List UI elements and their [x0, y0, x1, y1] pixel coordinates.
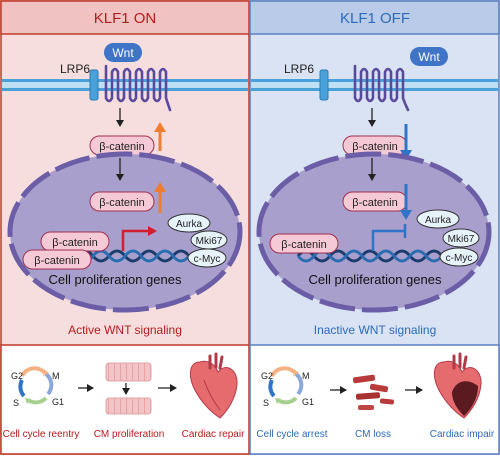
left-cardiomyocyte-top	[105, 362, 152, 382]
left-phase-g2: G2	[11, 371, 23, 381]
right-inhibition-line	[371, 229, 405, 251]
right-phase-g2: G2	[261, 371, 273, 381]
right-heart-icon	[434, 352, 482, 419]
left-target-aurka-label: Aurka	[176, 219, 203, 230]
left-target-cmyc	[187, 248, 227, 268]
right-phase-g1: G1	[302, 397, 314, 407]
right-panel: KLF1 OFF LRP6 Wnt β-catenin β-catenin β-…	[249, 0, 500, 455]
right-dna-catenin-label: β-catenin	[281, 239, 326, 251]
left-wnt-label: Wnt	[112, 46, 134, 60]
left-lrp6-label: LRP6	[60, 62, 90, 76]
left-title: KLF1 ON	[94, 10, 157, 27]
right-target-aurka	[416, 209, 460, 229]
left-cardiomyocyte-bottom	[105, 397, 152, 415]
left-heart-icon	[190, 352, 238, 419]
left-outcome-2: CM proliferation	[94, 429, 165, 440]
left-transcription-arrow	[121, 226, 157, 251]
right-target-mki67-label: Mki67	[448, 234, 475, 245]
left-target-mki67-label: Mki67	[196, 236, 223, 247]
left-cell-cycle-icon	[18, 366, 54, 405]
left-outcome-1: Cell cycle reentry	[3, 429, 80, 440]
left-outcome-3: Cardiac repair	[182, 429, 245, 440]
right-nuc-catenin-label: β-catenin	[352, 197, 397, 209]
left-phase-s: S	[13, 398, 19, 408]
left-nuc-catenin-label: β-catenin	[99, 197, 144, 209]
left-cyto-catenin-label: β-catenin	[99, 141, 144, 153]
right-phase-m: M	[302, 371, 310, 381]
right-cell-cycle-icon	[268, 366, 304, 405]
right-lrp6-receptor	[319, 69, 329, 101]
right-wnt-label: Wnt	[418, 50, 440, 64]
left-nuc-catenin-pill	[89, 191, 155, 212]
right-membrane-core	[251, 82, 498, 88]
left-panel: KLF1 ON LRP6 Wnt β-catenin β-catenin β-c…	[0, 0, 250, 455]
right-outcome-2: CM loss	[355, 429, 391, 440]
right-membrane-outer	[251, 79, 498, 82]
left-phase-g1: G1	[52, 397, 64, 407]
left-dna-catenin-label-2: β-catenin	[34, 255, 79, 267]
right-dna-catenin-pill	[269, 233, 339, 254]
right-title: KLF1 OFF	[340, 10, 410, 27]
right-target-cmyc-label: c-Myc	[446, 253, 473, 264]
left-frizzled-receptor	[104, 64, 172, 112]
right-signaling-label: Inactive WNT signaling	[314, 323, 437, 337]
right-membrane-inner	[251, 88, 498, 91]
right-target-mki67	[442, 228, 480, 248]
left-target-cmyc-label: c-Myc	[194, 254, 221, 265]
right-phase-s: S	[263, 398, 269, 408]
left-dna-catenin-label-1: β-catenin	[52, 237, 97, 249]
right-lrp6-label: LRP6	[284, 62, 314, 76]
right-outcome-1: Cell cycle arrest	[256, 429, 327, 440]
left-target-aurka	[167, 213, 211, 233]
left-genes-label: Cell proliferation genes	[49, 272, 182, 287]
right-frizzled-receptor	[353, 64, 410, 112]
left-dna-catenin-pill-2	[22, 249, 92, 270]
right-wnt-ligand	[410, 47, 448, 66]
right-dna-strand-a	[296, 249, 444, 263]
right-target-cmyc	[439, 247, 479, 267]
left-wnt-ligand	[104, 43, 142, 62]
left-phase-m: M	[52, 371, 60, 381]
right-cyto-catenin-label: β-catenin	[352, 141, 397, 153]
left-signaling-label: Active WNT signaling	[68, 323, 182, 337]
left-lrp6-receptor	[89, 69, 99, 101]
right-outcome-3: Cardiac impair	[430, 429, 495, 440]
right-target-aurka-label: Aurka	[425, 215, 452, 226]
right-genes-label: Cell proliferation genes	[309, 272, 442, 287]
right-cm-loss-icon	[352, 374, 394, 410]
